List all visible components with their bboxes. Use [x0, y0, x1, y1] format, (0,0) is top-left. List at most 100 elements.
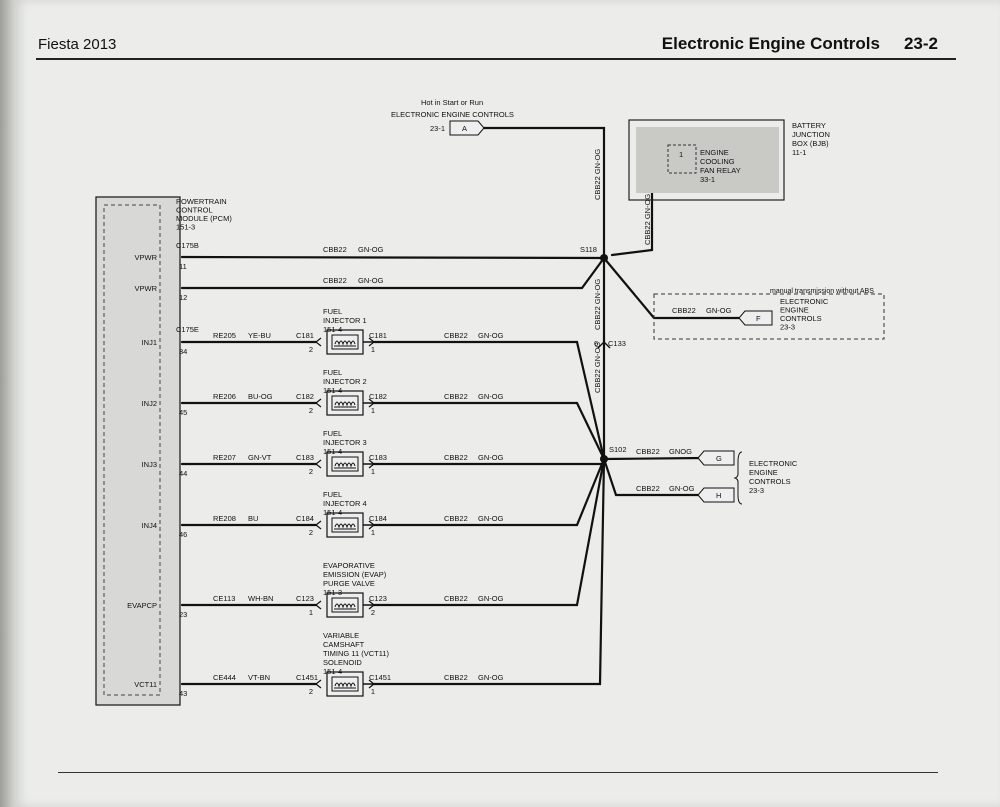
component-0-box: [326, 329, 364, 355]
component-3-wire-color: GN-OG: [478, 514, 504, 523]
pcm-pin-label: INJ3: [142, 460, 157, 469]
component-4-right-conn: C123: [369, 594, 387, 603]
wire-vertical-low-label: CBB22 GN-OG: [593, 342, 602, 393]
component-0-wire-name: CBB22: [444, 331, 468, 340]
wire-top-source: [482, 126, 606, 260]
component-4-left-conn: C123: [296, 594, 314, 603]
connector-f-label: F: [756, 314, 761, 323]
component-5-name-line-1: CAMSHAFT: [323, 640, 365, 649]
component-1-pin-right: 1: [371, 406, 375, 415]
component-4-pin-right: 2: [371, 608, 375, 617]
component-3-left-conn: C184: [296, 514, 314, 523]
h-wire-color: GN-OG: [669, 484, 695, 493]
component-3-pin-right: 1: [371, 528, 375, 537]
component-0-right-arrow: [368, 337, 375, 347]
g-h-brace: [733, 451, 743, 505]
connector-g-shape: [697, 450, 735, 466]
component-5-wire-name: CBB22: [444, 673, 468, 682]
component-5-name-line-3: SOLENOID: [323, 658, 362, 667]
component-5-inner: [331, 676, 359, 692]
relay-dashed: [667, 144, 697, 174]
component-3-left-arrow: [315, 520, 322, 530]
relay-pin: 1: [679, 150, 683, 159]
component-2-name-line-1: INJECTOR 3: [323, 438, 367, 447]
component-4-wire-color: GN-OG: [478, 594, 504, 603]
component-3-box: [326, 512, 364, 538]
top-source-title-b: ELECTRONIC ENGINE CONTROLS: [391, 110, 514, 119]
header-rule: [36, 58, 956, 60]
wire-vpwr-2: [180, 256, 606, 290]
component-1-coil: [334, 401, 356, 407]
component-2-wire-name: CBB22: [444, 453, 468, 462]
component-3-name-line-0: FUEL: [323, 490, 342, 499]
pcm-pin-label: INJ2: [142, 399, 157, 408]
component-2-pcm-wire-name: RE207: [213, 453, 236, 462]
pcm-pin-label: EVAPCP: [127, 601, 157, 610]
component-3-inner: [331, 517, 359, 533]
component-1-pin-left: 2: [309, 406, 313, 415]
component-0-left-arrow: [315, 337, 322, 347]
component-5-right-arrow: [368, 679, 375, 689]
component-2-name-line-2: 151-4: [323, 447, 342, 456]
manual-trans-dest-line-3: 23-3: [780, 323, 795, 332]
h-wire-name: CBB22: [636, 484, 660, 493]
component-5-name-line-4: 151-4: [323, 667, 342, 676]
component-0-name-line-1: INJECTOR 1: [323, 316, 367, 325]
bjb-shaded: [636, 127, 779, 193]
manual-trans-wire: CBB22: [672, 306, 696, 315]
c133-arrow: [597, 341, 611, 349]
component-1-wire-color: GN-OG: [478, 392, 504, 401]
component-3-wire-name: CBB22: [444, 514, 468, 523]
component-4-pcm-wire-name: CE113: [213, 594, 235, 603]
pcm-pin-number: 11: [179, 262, 187, 271]
component-5-ground-wire: [372, 457, 606, 686]
component-2-inner: [331, 456, 359, 472]
component-4-box: [326, 592, 364, 618]
relay-name-line-0: ENGINE: [700, 148, 729, 157]
component-1-inner: [331, 395, 359, 411]
pcm-pin-number: 46: [179, 530, 187, 539]
wire-to-g: [602, 456, 706, 461]
component-1-pcm-wire-name: RE206: [213, 392, 236, 401]
footer-rule: [58, 772, 938, 773]
component-4-name-line-3: 151-3: [323, 588, 342, 597]
pcm-module-box: [95, 196, 181, 706]
section-title: Electronic Engine Controls: [661, 34, 880, 53]
book-title: Fiesta 2013: [38, 36, 117, 53]
component-1-left-arrow: [315, 398, 322, 408]
component-1-box: [326, 390, 364, 416]
component-0-name-line-0: FUEL: [323, 307, 342, 316]
component-5-coil: [334, 682, 356, 688]
bjb-name-line-2: BOX (BJB): [792, 139, 829, 148]
wire-bjb-label: CBB22 GN-OG: [643, 194, 652, 245]
component-1-wire-name: CBB22: [444, 392, 468, 401]
relay-name-line-1: COOLING: [700, 157, 735, 166]
pcm-module-inner-dashed: [103, 204, 161, 696]
component-2-right-conn: C183: [369, 453, 387, 462]
component-3-coil: [334, 523, 356, 529]
right-dest-name-line-2: CONTROLS: [749, 477, 791, 486]
manual-trans-dest-line-1: ENGINE: [780, 306, 809, 315]
component-3-pcm-wire-name: RE208: [213, 514, 236, 523]
manual-trans-dashed-box: [653, 293, 885, 340]
pcm-pin-number: 45: [179, 408, 187, 417]
component-0-pcm-wire-name: RE205: [213, 331, 236, 340]
component-1-name-line-1: INJECTOR 2: [323, 377, 367, 386]
bjb-name-line-3: 11-1: [792, 148, 806, 157]
component-3-ground-wire: [372, 457, 606, 527]
component-1-right-arrow: [368, 398, 375, 408]
pcm-name-line-3: 151-3: [176, 223, 195, 232]
page-number: 23-2: [903, 34, 938, 53]
component-4-pin-left: 1: [309, 608, 313, 617]
component-1-right-conn: C182: [369, 392, 387, 401]
pcm-pin-label: VPWR: [135, 284, 158, 293]
component-5-box: [326, 671, 364, 697]
component-2-right-arrow: [368, 459, 375, 469]
component-0-coil: [334, 340, 356, 346]
component-5-right-conn: C1451: [369, 673, 391, 682]
pcm-name-line-2: MODULE (PCM): [176, 214, 232, 223]
component-5-pcm-wire-color: VT-BN: [248, 673, 270, 682]
component-3-name-line-1: INJECTOR 4: [323, 499, 367, 508]
component-0-pin-right: 1: [371, 345, 375, 354]
